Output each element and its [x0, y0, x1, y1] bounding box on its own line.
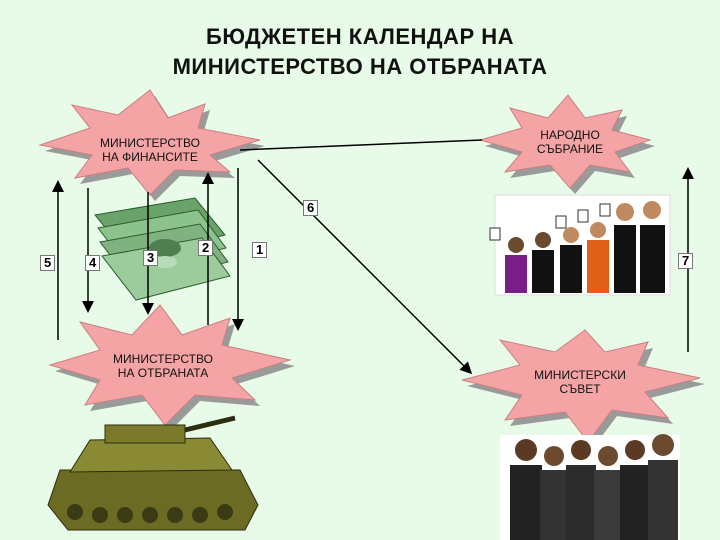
title-line-2: МИНИСТЕРСТВО НА ОТБРАНАТА	[172, 54, 548, 79]
parliament-voters-image	[489, 194, 671, 296]
parliament-line-1: НАРОДНО	[540, 128, 600, 142]
page-title: БЮДЖЕТЕН КАЛЕНДАР НА МИНИСТЕРСТВО НА ОТБ…	[0, 22, 720, 82]
arrow-council-parliament	[257, 159, 473, 375]
step-label-6: 6	[303, 200, 319, 216]
arrow-6-a	[239, 139, 483, 151]
node-national-assembly: НАРОДНО СЪБРАНИЕ	[525, 128, 615, 156]
defense-line-1: МИНИСТЕРСТВО	[113, 352, 213, 366]
council-line-1: МИНИСТЕРСКИ	[534, 368, 626, 382]
node-ministry-of-finance: МИНИСТЕРСТВО НА ФИНАНСИТЕ	[95, 136, 205, 164]
council-burst	[461, 329, 705, 448]
tank-image	[47, 415, 259, 531]
finance-line-1: МИНИСТЕРСТВО	[100, 136, 200, 150]
money-stack-image	[94, 197, 231, 301]
parliament-line-2: СЪБРАНИЕ	[536, 142, 604, 156]
defense-line-2: НА ОТБРАНАТА	[117, 366, 209, 380]
council-line-2: СЪВЕТ	[559, 382, 601, 396]
step-label-3: 3	[143, 250, 159, 266]
step-label-5: 5	[40, 255, 56, 271]
finance-line-2: НА ФИНАНСИТЕ	[102, 150, 198, 164]
council-ministers-image	[500, 434, 680, 540]
title-line-1: БЮДЖЕТЕН КАЛЕНДАР НА	[206, 24, 514, 49]
parliament-burst	[478, 94, 655, 194]
node-council-of-ministers: МИНИСТЕРСКИ СЪВЕТ	[530, 368, 630, 396]
step-label-2: 2	[198, 240, 214, 256]
step-label-1: 1	[252, 242, 268, 258]
step-label-4: 4	[85, 255, 101, 271]
step-label-7: 7	[678, 253, 694, 269]
node-ministry-of-defense: МИНИСТЕРСТВО НА ОТБРАНАТА	[108, 352, 218, 380]
flow-arrows	[52, 139, 694, 375]
